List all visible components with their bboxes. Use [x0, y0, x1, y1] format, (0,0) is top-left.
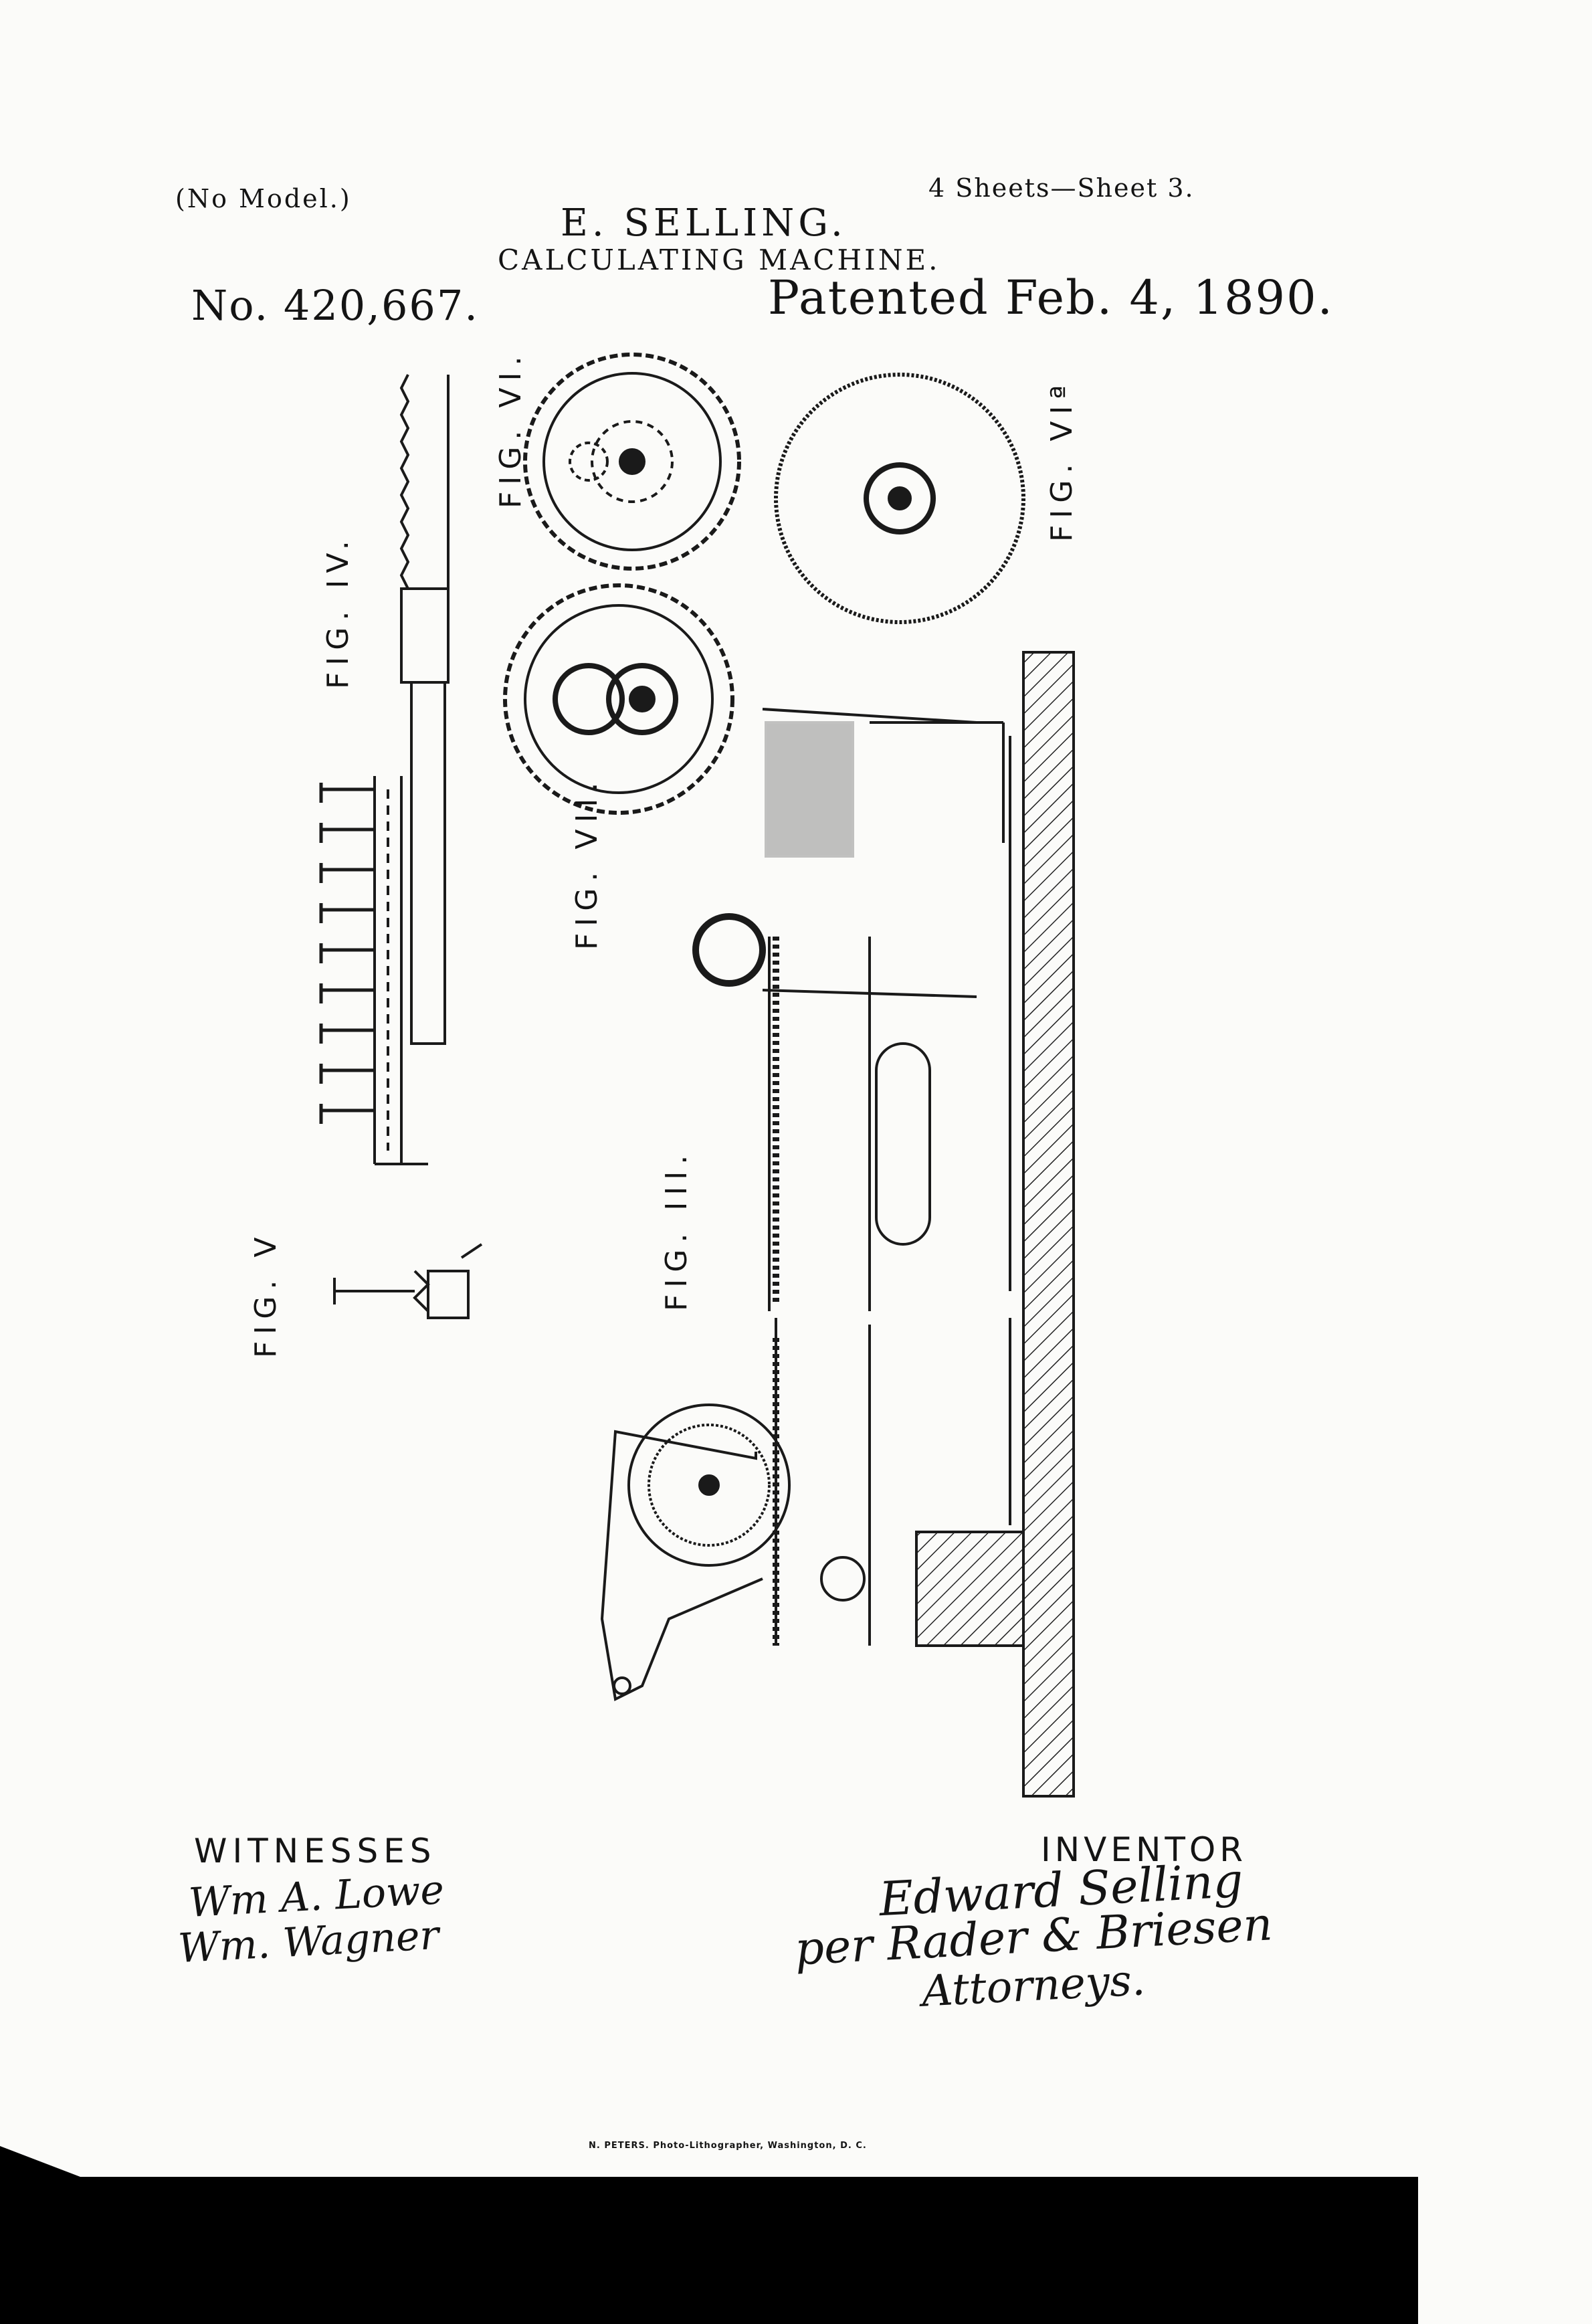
lithographer-credit: N. PETERS. Photo-Lithographer, Washingto…	[589, 2141, 867, 2151]
inventor-name-heading: E. SELLING.	[561, 201, 847, 245]
fig-iv-drawing	[319, 374, 450, 1165]
fig-v-drawing	[333, 1243, 483, 1319]
fig-v-label: FIG. V	[249, 1230, 283, 1358]
fig-via-drawing	[774, 373, 1025, 624]
fig-iii-label: FIG. III.	[660, 1148, 694, 1311]
patent-number: No. 420,667.	[191, 281, 479, 330]
scan-black-border	[0, 2177, 1418, 2324]
fig-vii-drawing	[503, 583, 734, 815]
no-model-label: (No Model.)	[175, 184, 352, 213]
fig-vi-label: FIG. VI.	[494, 349, 528, 508]
witnesses-label: WITNESSES	[194, 1832, 437, 1870]
patented-date: Patented Feb. 4, 1890.	[768, 270, 1334, 325]
fig-iii-drawing	[600, 651, 1075, 1798]
fig-iv-label: FIG. IV.	[321, 534, 355, 689]
fig-vii-label: FIG. VII.	[570, 775, 604, 950]
sheet-count: 4 Sheets—Sheet 3.	[928, 173, 1195, 203]
fig-vi-drawing	[523, 353, 741, 571]
fig-via-label: FIG. VIª	[1045, 378, 1079, 542]
scan-edge-wedge	[0, 2146, 80, 2177]
inventor-label: INVENTOR	[1041, 1830, 1247, 1869]
invention-title: CALCULATING MACHINE.	[498, 244, 940, 276]
